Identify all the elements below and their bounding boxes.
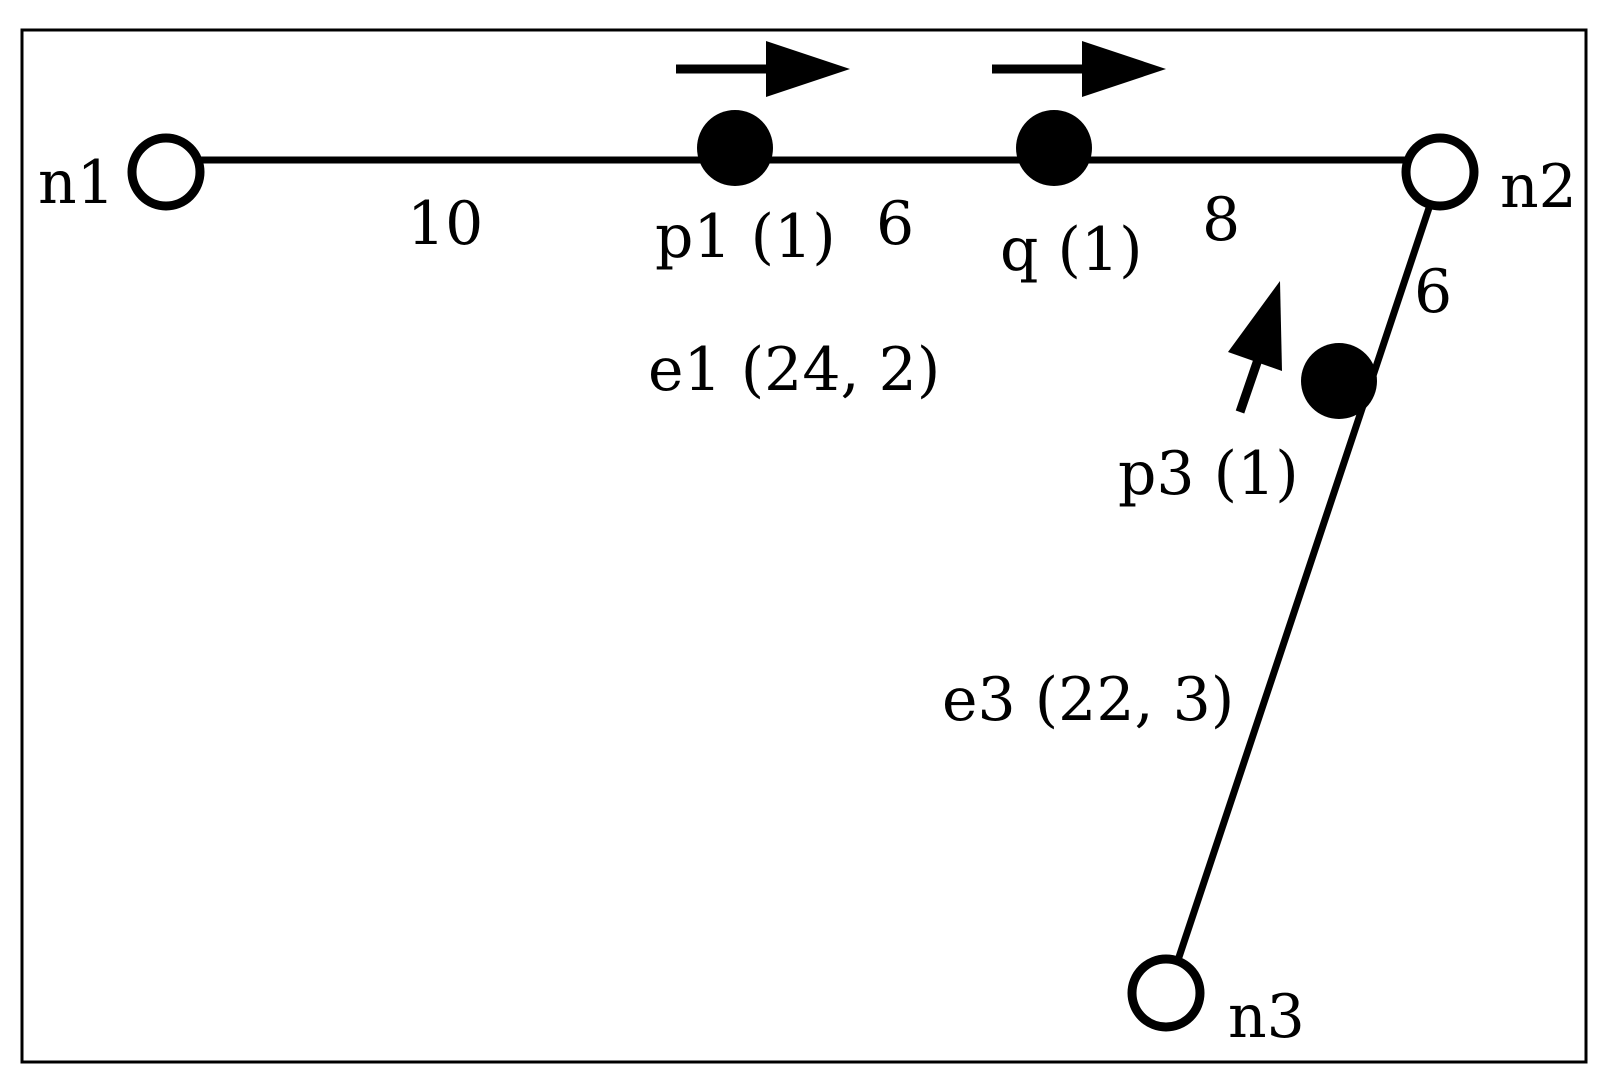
diagram-frame <box>20 28 1588 1064</box>
p3-direction-arrow-icon <box>1228 281 1282 414</box>
point-q-label: q (1) <box>1000 215 1142 285</box>
p1-direction-arrow-icon <box>676 41 850 97</box>
node-n3 <box>1127 954 1205 1032</box>
edge-e1-label: e1 (24, 2) <box>648 335 940 405</box>
point-p1 <box>697 110 773 186</box>
node-n1 <box>127 133 205 211</box>
node-n1-label: n1 <box>38 148 115 218</box>
node-n3-label: n3 <box>1228 982 1305 1052</box>
segment-weight-n2-p3: 6 <box>1414 257 1452 327</box>
node-n2 <box>1401 133 1479 211</box>
point-p1-label: p1 (1) <box>655 202 836 272</box>
point-p3 <box>1301 343 1377 419</box>
point-p3-label: p3 (1) <box>1118 439 1299 509</box>
segment-weight-q-n2: 8 <box>1202 185 1240 255</box>
edge-e3-label: e3 (22, 3) <box>942 665 1234 735</box>
segment-weight-p1-q: 6 <box>876 189 914 259</box>
segment-weight-n1-p1: 10 <box>407 189 483 259</box>
point-q <box>1016 110 1092 186</box>
node-n2-label: n2 <box>1500 152 1577 222</box>
edge-e3-line <box>1164 173 1444 992</box>
q-direction-arrow-icon <box>992 41 1166 97</box>
